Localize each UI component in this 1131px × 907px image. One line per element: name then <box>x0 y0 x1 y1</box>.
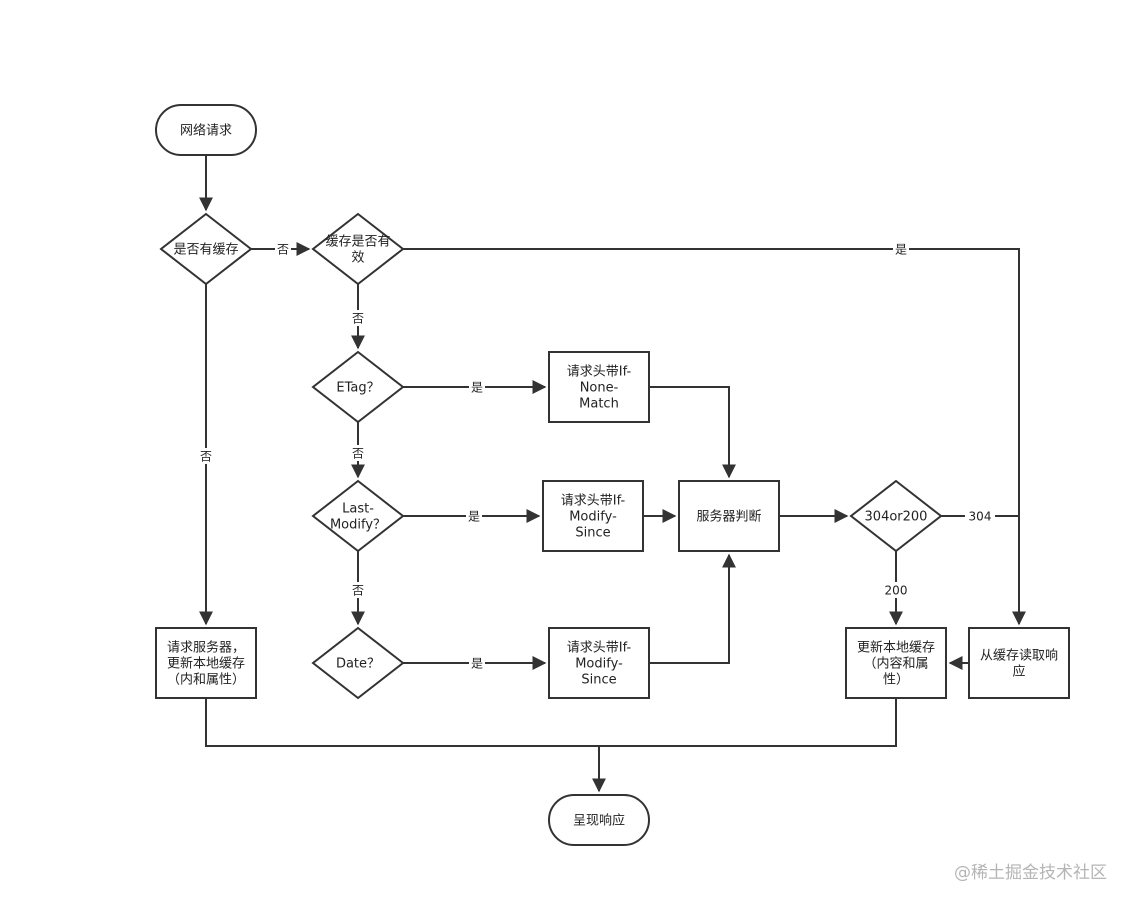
node-cache-valid-label: 缓存是否有效 <box>325 235 390 266</box>
edges <box>199 155 1026 793</box>
nodes: 网络请求 呈现响应 是否有缓存 缓存是否有效 ETag？ Last-Modify… <box>155 104 1070 846</box>
node-date-decision <box>311 626 405 700</box>
edge-label-last-modify-no: 否 <box>352 584 364 598</box>
node-cache-valid-decision <box>311 212 405 286</box>
watermark: @稀土掘金技术社区 <box>954 863 1107 883</box>
node-server-judge <box>678 480 780 552</box>
node-start-terminal <box>155 104 257 156</box>
edge-label-last-modify-yes: 是 <box>468 510 480 524</box>
edge-label-date-yes: 是 <box>471 657 483 671</box>
node-etag-label: ETag？ <box>336 381 379 396</box>
edge-label-cache-valid-no: 否 <box>352 312 364 326</box>
node-has-cache-decision <box>159 212 253 286</box>
node-update-cache <box>845 627 947 699</box>
edge-label-304: 304 <box>969 510 992 524</box>
edge-label-etag-no: 否 <box>352 447 364 461</box>
edge-label-has-cache-to-valid: 否 <box>277 243 289 257</box>
node-server-judge-label: 服务器判断 <box>696 509 761 525</box>
node-req-modify-since-2-label: 请求头带If-Modify-Since <box>567 641 632 688</box>
edge-update-cache-to-render <box>599 698 897 747</box>
node-update-cache-label: 更新本地缓存（内容和属性） <box>857 640 935 688</box>
node-req-none-match-label: 请求头带If-None-Match <box>567 365 632 412</box>
edge-label-etag-yes: 是 <box>471 381 483 395</box>
node-last-modify-label: Last-Modify？ <box>330 502 386 533</box>
node-req-modify-since-1 <box>542 480 644 552</box>
node-req-modify-since-2 <box>548 627 650 699</box>
node-req-modify-since-1-label: 请求头带If-Modify-Since <box>561 494 626 541</box>
edge-cache-valid-to-read-cache <box>403 248 1026 626</box>
edge-label-cache-valid-yes: 是 <box>895 243 907 257</box>
node-has-cache-label: 是否有缓存 <box>173 243 238 258</box>
node-req-none-match <box>548 351 650 423</box>
node-start-label: 网络请求 <box>180 123 232 139</box>
edge-label-200: 200 <box>885 584 908 598</box>
node-request-server <box>155 627 257 699</box>
node-read-cache <box>968 627 1070 699</box>
edge-labels: 否 是 否 是 否 否 是 否 是 304 200 <box>198 241 995 671</box>
node-status-code-label: 304or200 <box>865 510 928 525</box>
node-request-server-label: 请求服务器，更新本地缓存（内和属性） <box>167 640 245 688</box>
edge-request-server-to-render <box>205 698 606 793</box>
edge-modify-since-2-to-server-judge <box>649 553 736 664</box>
node-date-label: Date？ <box>336 657 380 672</box>
node-status-code-decision <box>849 479 943 553</box>
node-render-label: 呈现响应 <box>573 813 625 829</box>
edge-none-match-to-server-judge <box>649 386 736 479</box>
node-read-cache-label: 从缓存读取响应 <box>980 648 1058 680</box>
node-render-terminal <box>548 794 650 846</box>
node-etag-decision <box>311 350 405 424</box>
node-last-modify-decision <box>311 479 405 553</box>
edge-label-has-cache-no: 否 <box>200 450 212 464</box>
